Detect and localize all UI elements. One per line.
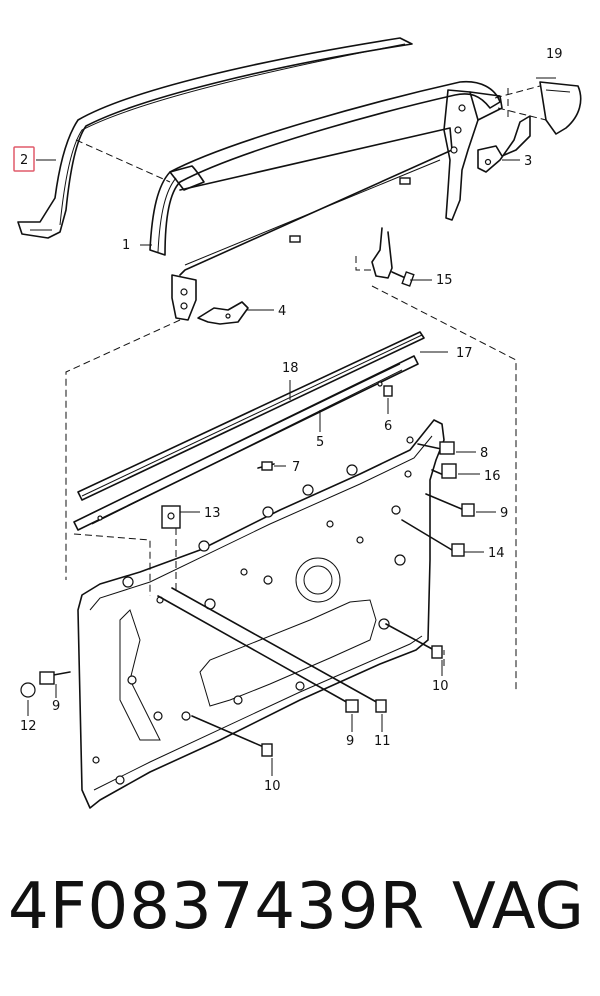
clip-6 xyxy=(383,385,393,397)
regulator-mechanism xyxy=(371,89,503,279)
callout-8: 8 xyxy=(480,446,488,461)
callout-10-right: 10 xyxy=(432,679,449,694)
callout-10-left: 10 xyxy=(264,779,281,794)
callout-2-highlight xyxy=(13,146,35,172)
exploded-door-diagram: 2 1 19 3 15 4 17 18 5 6 7 8 16 9 13 14 1… xyxy=(13,37,582,809)
callout-7: 7 xyxy=(292,460,300,475)
bolt-15 xyxy=(391,271,415,287)
clip-13 xyxy=(161,505,181,529)
callout-17: 17 xyxy=(456,346,473,361)
callout-9-left: 9 xyxy=(52,699,60,714)
callout-15: 15 xyxy=(436,273,453,288)
callout-12: 12 xyxy=(20,719,37,734)
door-bolts xyxy=(20,441,475,757)
callout-16: 16 xyxy=(484,469,501,484)
bracket-part-3 xyxy=(477,115,531,173)
callout-14: 14 xyxy=(488,546,505,561)
callout-13: 13 xyxy=(204,506,221,521)
callout-3: 3 xyxy=(524,154,532,169)
callout-11: 11 xyxy=(374,734,391,749)
brand-text: VAG xyxy=(452,870,584,944)
pin-7 xyxy=(257,461,275,471)
bracket-part-4 xyxy=(197,301,249,325)
window-frame-outer xyxy=(17,37,413,239)
callout-5: 5 xyxy=(316,435,324,450)
mirror-triangle-cover xyxy=(539,81,582,135)
callout-9-center: 9 xyxy=(346,734,354,749)
callout-19: 19 xyxy=(546,47,563,62)
callout-leaders xyxy=(27,77,556,776)
callout-4: 4 xyxy=(278,304,286,319)
callout-1: 1 xyxy=(122,238,130,253)
callout-9-right: 9 xyxy=(500,506,508,521)
callout-2: 2 xyxy=(20,153,28,168)
leader-dashes-lower xyxy=(73,528,445,666)
door-inner-panel xyxy=(77,419,445,809)
part-number-text: 4F0837439R xyxy=(8,870,426,944)
leader-dashes-upper xyxy=(65,85,547,690)
callout-18: 18 xyxy=(282,361,299,376)
callout-labels: 2 1 19 3 15 4 17 18 5 6 7 8 16 9 13 14 1… xyxy=(20,47,563,794)
window-seal-strips xyxy=(73,331,425,531)
window-guide-frame xyxy=(149,80,501,321)
callout-6: 6 xyxy=(384,419,392,434)
